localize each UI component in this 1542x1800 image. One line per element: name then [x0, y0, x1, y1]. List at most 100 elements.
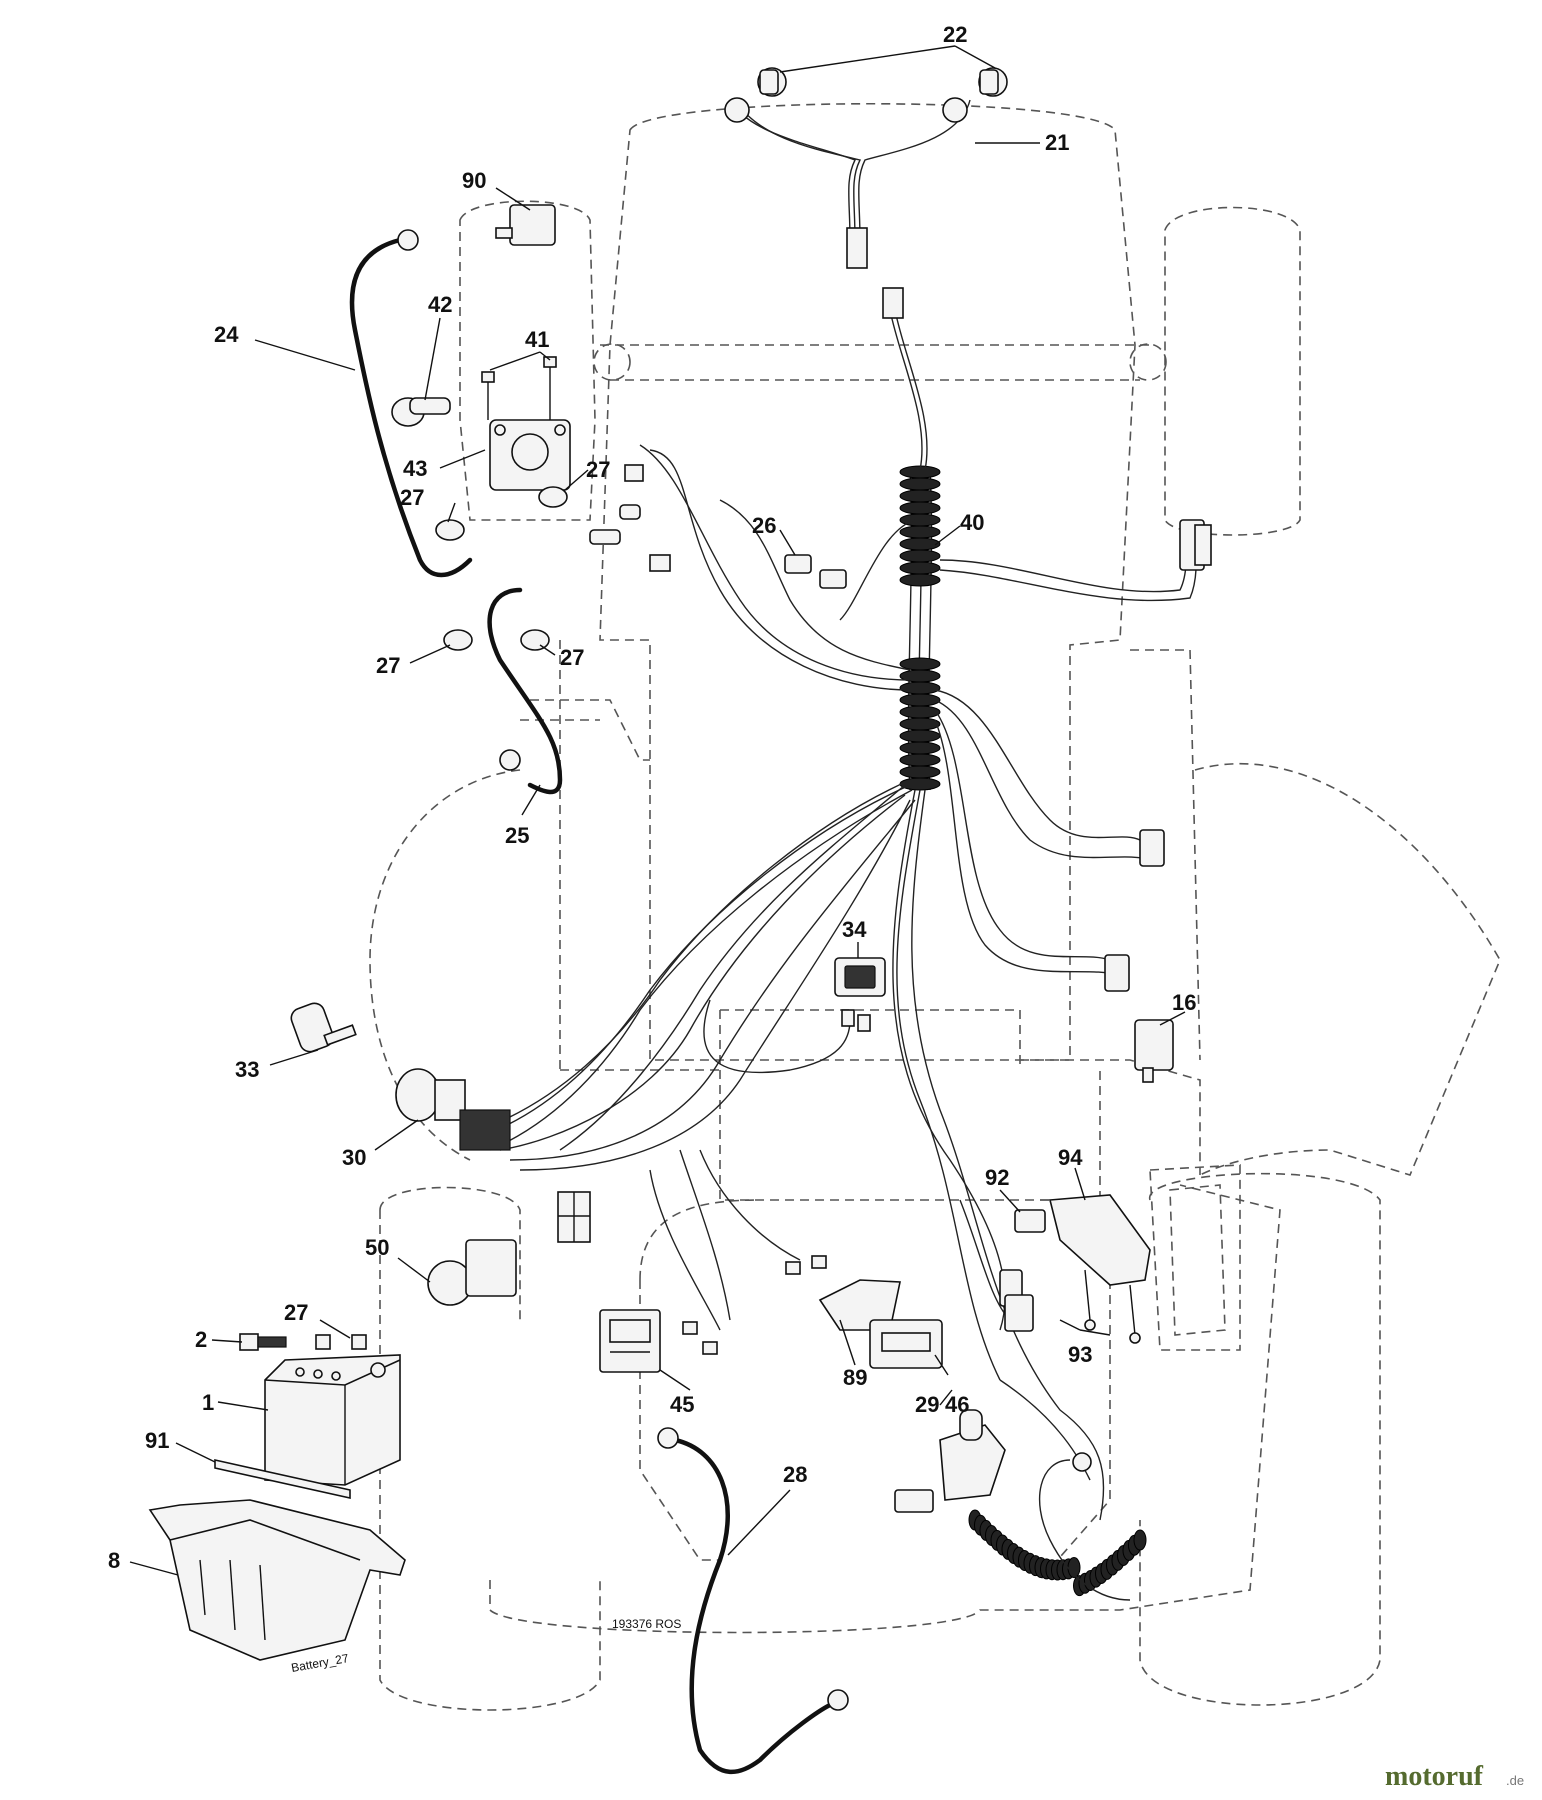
ring-terminal-28-top	[657, 1427, 679, 1449]
callout-2: 2	[195, 1327, 207, 1352]
callout-27-b: 27	[586, 457, 610, 482]
battery-strap-91	[214, 1459, 351, 1499]
ring-terminal-25	[499, 749, 521, 771]
boot-42	[391, 397, 451, 427]
conduit-coil	[899, 777, 941, 791]
wire-terminal-a	[785, 1261, 801, 1275]
battery-cable-24	[349, 237, 473, 578]
callout-27-a: 27	[400, 485, 424, 510]
callout-40: 40	[960, 510, 984, 535]
conduit-coil	[899, 537, 941, 551]
wire-terminal-45b	[702, 1341, 718, 1355]
wire-clip-2	[649, 554, 671, 572]
callout-27-e: 27	[284, 1300, 308, 1325]
nut-27-b	[538, 486, 568, 508]
connector-block	[557, 1191, 591, 1243]
callout-41: 41	[525, 327, 549, 352]
conduit-coil	[899, 717, 941, 731]
conduit-coil	[899, 501, 941, 515]
wire-terminal-b	[811, 1255, 827, 1269]
drawing-number: 193376 ROS	[612, 1617, 681, 1631]
gauge-46	[869, 1319, 943, 1369]
callout-30: 30	[342, 1145, 366, 1170]
wire-terminal	[589, 529, 621, 545]
battery-1	[264, 1354, 401, 1486]
conduit-coil	[899, 729, 941, 743]
callout-22: 22	[943, 22, 967, 47]
callout-91: 91	[145, 1428, 169, 1453]
conduit-coil	[899, 489, 941, 503]
conduit-coil	[899, 477, 941, 491]
conduit-coil	[899, 657, 941, 671]
callout-46: 46	[945, 1392, 969, 1417]
switch-34	[834, 957, 886, 1032]
callout-24: 24	[214, 322, 239, 347]
battery-tray-label: Battery_27	[290, 1651, 350, 1675]
battery-nuts	[315, 1334, 367, 1350]
starter-terminal-90	[495, 204, 556, 246]
ring-terminal-29	[1072, 1452, 1092, 1472]
callout-45: 45	[670, 1392, 694, 1417]
seat-switch-connector	[1179, 519, 1212, 571]
watermark-logo: motoruf .de	[1385, 1761, 1524, 1792]
conduit-coil	[899, 705, 941, 719]
wire-terminal-2	[619, 504, 641, 520]
callout-25: 25	[505, 823, 529, 848]
conduit-coil	[899, 573, 941, 587]
hour-meter-45	[599, 1309, 661, 1373]
callout-33: 33	[235, 1057, 259, 1082]
screws-93	[1084, 1269, 1141, 1344]
callout-29: 29	[915, 1392, 939, 1417]
callout-92: 92	[985, 1165, 1009, 1190]
conduit-coil	[899, 681, 941, 695]
fuse-26	[784, 554, 847, 589]
harness-branches	[469, 99, 1197, 1521]
callout-94: 94	[1058, 1145, 1083, 1170]
callout-labels: 22 21 90 42 24 41 43 27 27 26 40 27 27 2…	[108, 22, 1196, 1573]
callout-8: 8	[108, 1548, 120, 1573]
wire-terminal-45a	[682, 1321, 698, 1335]
solenoid	[489, 419, 571, 491]
ring-terminal-28-bottom	[827, 1689, 849, 1711]
callout-1: 1	[202, 1390, 214, 1415]
battery-tray-8	[148, 1499, 406, 1661]
switch-29	[894, 1409, 1006, 1513]
connector-right-1	[1139, 829, 1165, 867]
callout-28: 28	[783, 1462, 807, 1487]
headlight-left	[724, 67, 787, 123]
headlight-right	[942, 67, 1008, 123]
conduit-coil	[899, 753, 941, 767]
module-94	[1048, 1194, 1151, 1286]
conduit-coil	[899, 693, 941, 707]
ground-cable-28	[672, 1437, 833, 1775]
coil-cord	[968, 1509, 1147, 1597]
relay-16	[1134, 1019, 1174, 1083]
headlight-harness-connector	[846, 227, 868, 269]
callout-16: 16	[1172, 990, 1196, 1015]
bolts	[481, 356, 557, 420]
wire-clip	[624, 464, 644, 482]
callout-42: 42	[428, 292, 452, 317]
nut-27-d	[520, 629, 550, 651]
battery-cable-25	[487, 587, 563, 795]
nut-27-a	[435, 519, 465, 541]
callout-43: 43	[403, 456, 427, 481]
callout-50: 50	[365, 1235, 389, 1260]
bracket-89	[818, 1279, 901, 1331]
battery-bolt-2	[239, 1333, 287, 1351]
pto-switch-50	[427, 1239, 517, 1306]
conduit-coil	[899, 741, 941, 755]
callout-21: 21	[1045, 130, 1069, 155]
callout-27-c: 27	[376, 653, 400, 678]
callout-89: 89	[843, 1365, 867, 1390]
nut-27-c	[443, 629, 473, 651]
connector-right-2	[1104, 954, 1130, 992]
ignition-switch-30	[395, 1068, 511, 1151]
connector-92	[999, 1209, 1046, 1332]
conduit-coil	[899, 561, 941, 575]
ring-terminal	[397, 229, 419, 251]
callout-90: 90	[462, 168, 486, 193]
conduit-coil	[899, 549, 941, 563]
ground-wire	[1038, 1459, 1131, 1601]
